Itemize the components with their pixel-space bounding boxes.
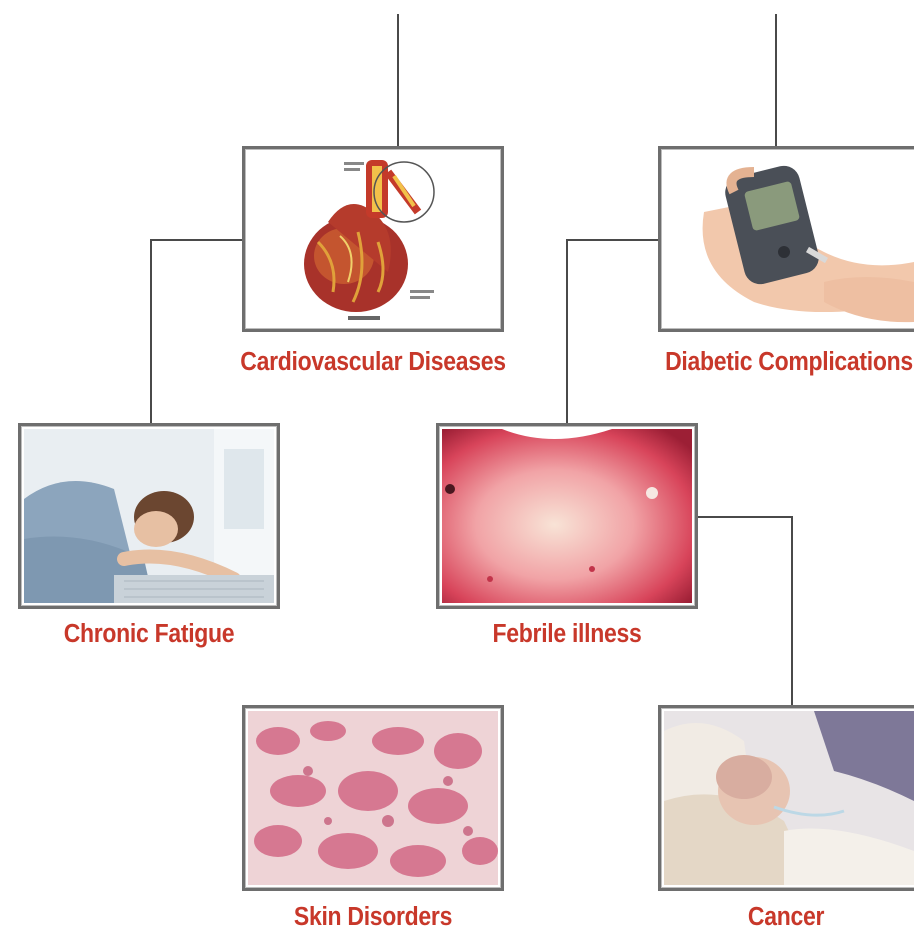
skin-rash-photo-icon — [442, 429, 692, 603]
cardiovascular-node-frame — [242, 146, 504, 332]
fatigue-node-frame — [18, 423, 280, 609]
skin-label: Skin Disorders — [242, 901, 504, 931]
febrile-node-frame — [436, 423, 698, 609]
connector-diabetic-to-febrile — [567, 240, 660, 423]
fatigue-label: Chronic Fatigue — [18, 618, 280, 648]
connector-cardiovascular-to-fatigue — [151, 240, 244, 423]
diabetic-node-frame — [658, 146, 914, 332]
diabetic-label: Diabetic Complications — [660, 346, 914, 376]
sleeping-woman-photo-icon — [24, 429, 274, 603]
cancer-label: Cancer — [658, 901, 914, 931]
skin-node-frame — [242, 705, 504, 891]
cardiovascular-label: Cardiovascular Diseases — [232, 346, 514, 376]
patient-in-bed-photo-icon — [664, 711, 914, 885]
cancer-node-frame — [658, 705, 914, 891]
connector-febrile-to-cancer — [697, 517, 792, 706]
heart-attack-illustration-icon — [248, 152, 498, 326]
febrile-label: Febrile illness — [436, 618, 698, 648]
glucose-meter-photo-icon — [664, 152, 914, 326]
skin-lesions-photo-icon — [248, 711, 498, 885]
